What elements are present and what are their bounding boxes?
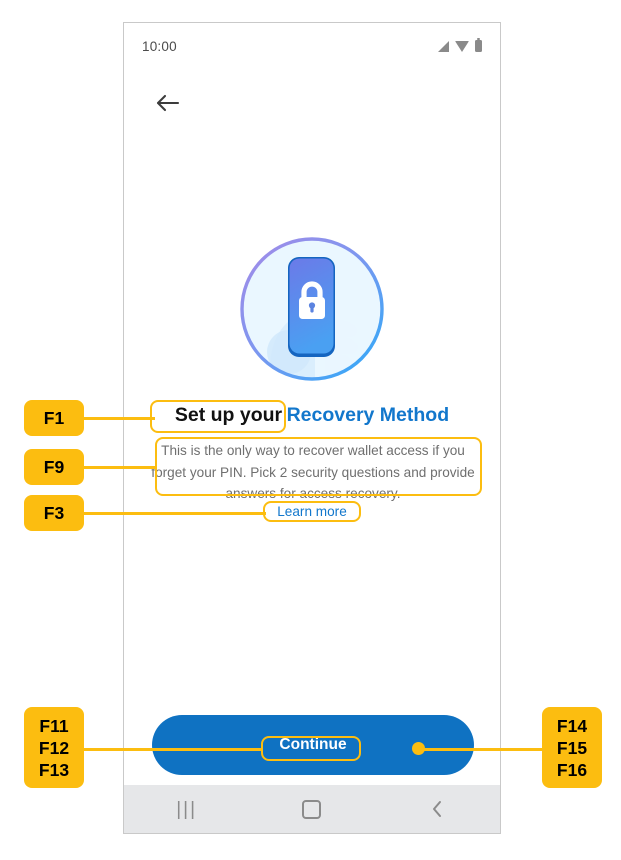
back-arrow-icon: [156, 94, 180, 112]
continue-button[interactable]: Continue: [152, 715, 474, 775]
tag-f13-label: F13: [38, 759, 70, 780]
tag-f14: F14 F15 F16: [542, 707, 602, 788]
tag-f3: F3: [24, 495, 84, 531]
nav-recents-button[interactable]: |||: [157, 785, 217, 833]
status-bar-time: 10:00: [142, 38, 177, 54]
tag-f14-label: F14: [556, 715, 588, 736]
lock-icon: [299, 281, 325, 319]
tag-f15-label: F15: [556, 737, 588, 758]
status-bar: 10:00: [124, 23, 500, 69]
page-title: Set up your Recovery Method: [124, 404, 500, 427]
battery-icon: [475, 38, 482, 52]
recovery-illustration: [237, 234, 387, 384]
back-chevron-icon: [433, 801, 442, 817]
home-square-icon: [302, 799, 322, 819]
learn-more-link[interactable]: Learn more: [277, 504, 347, 519]
back-button[interactable]: [148, 83, 188, 123]
tag-f9: F9: [24, 449, 84, 485]
page-title-strong: Set up your: [174, 404, 283, 426]
tag-f3-label: F3: [43, 503, 65, 523]
nav-home-button[interactable]: [282, 785, 342, 833]
tag-f1-label: F1: [43, 408, 65, 428]
status-bar-icons: [438, 38, 482, 52]
tag-f11: F11 F12 F13: [24, 707, 84, 788]
tag-f11-label: F11: [39, 715, 69, 736]
tag-f16-label: F16: [556, 759, 588, 780]
phone-frame: 10:00: [123, 22, 501, 834]
tag-f1: F1: [24, 400, 84, 436]
tag-f9-label: F9: [43, 457, 65, 477]
tag-f12-label: F12: [38, 737, 70, 758]
wifi-icon: [455, 40, 469, 52]
continue-button-label: Continue: [279, 736, 347, 753]
nav-back-button[interactable]: [407, 785, 467, 833]
recents-icon: |||: [176, 798, 198, 820]
android-nav-bar: |||: [124, 785, 500, 833]
page-title-accent: Recovery Method: [286, 404, 450, 426]
signal-icon: [438, 40, 449, 52]
page-description: This is the only way to recover wallet a…: [151, 443, 475, 501]
